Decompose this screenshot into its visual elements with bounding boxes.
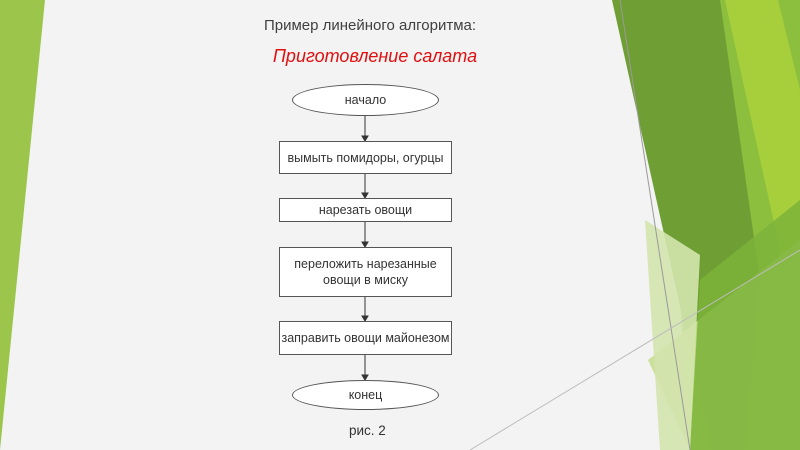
flow-step-label: переложить нарезанные овощи в миску: [294, 257, 437, 287]
flow-start-label: начало: [344, 93, 387, 107]
thin-line-2: [469, 249, 800, 450]
slide-subtitle: Пример линейного алгоритма:: [263, 17, 477, 34]
flow-connectors: [361, 116, 369, 381]
flow-step-1: вымыть помидоры, огурцы: [279, 141, 452, 174]
flow-step-label: нарезать овощи: [318, 203, 413, 217]
thin-line-1: [619, 0, 691, 450]
flow-end-label: конец: [348, 388, 383, 402]
right-green-shape-bottom: [690, 200, 800, 450]
slide-title: Приготовление салата: [272, 46, 478, 66]
figure-caption: рис. 2: [349, 423, 386, 438]
flow-start-node: начало: [292, 84, 439, 116]
flow-step-label: заправить овощи майонезом: [281, 331, 450, 345]
flow-step-2: нарезать овощи: [279, 198, 452, 222]
flow-end-node: конец: [292, 380, 439, 410]
left-green-wedge: [0, 0, 45, 450]
flow-step-4: заправить овощи майонезом: [279, 321, 452, 355]
flow-step-label: вымыть помидоры, огурцы: [287, 150, 444, 165]
flow-step-3: переложить нарезанные овощи в миску: [279, 247, 452, 297]
